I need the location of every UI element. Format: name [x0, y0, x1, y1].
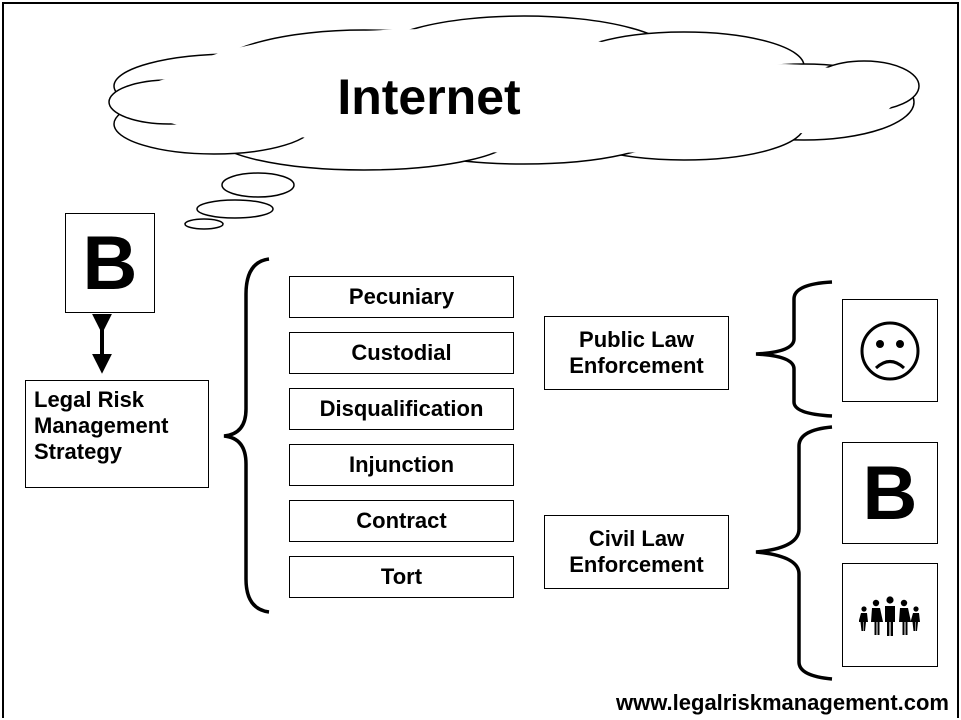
category-tort: Tort — [289, 556, 514, 598]
civil-business-letter: B — [862, 450, 918, 536]
strategy-label: Legal Risk Management Strategy — [34, 387, 169, 464]
civil-people-box — [842, 563, 938, 667]
internet-label: Internet — [337, 69, 521, 125]
business-box: B — [65, 213, 155, 313]
category-disqualification: Disqualification — [289, 388, 514, 430]
categories-brace — [223, 257, 270, 614]
business-letter: B — [82, 220, 138, 306]
civil-law-enforcement-box: Civil Law Enforcement — [544, 515, 729, 589]
public-outcome-box — [842, 299, 938, 402]
connectors — [92, 257, 833, 681]
category-custodial: Custodial — [289, 332, 514, 374]
civil-business-box: B — [842, 442, 938, 544]
footer-url: www.legalriskmanagement.com — [616, 690, 949, 715]
public-law-enforcement-label: Public Law Enforcement — [569, 326, 704, 378]
civil-law-enforcement-label: Civil Law Enforcement — [569, 525, 704, 577]
category-contract: Contract — [289, 500, 514, 542]
family-icon — [859, 596, 920, 636]
sad-face-icon — [860, 321, 920, 380]
internet-cloud — [108, 15, 920, 230]
public-brace — [755, 280, 833, 418]
public-law-enforcement-box: Public Law Enforcement — [544, 316, 729, 390]
civil-brace — [755, 425, 833, 681]
category-pecuniary: Pecuniary — [289, 276, 514, 318]
legal-risk-management-strategy-box: Legal Risk Management Strategy — [25, 380, 209, 488]
category-injunction: Injunction — [289, 444, 514, 486]
